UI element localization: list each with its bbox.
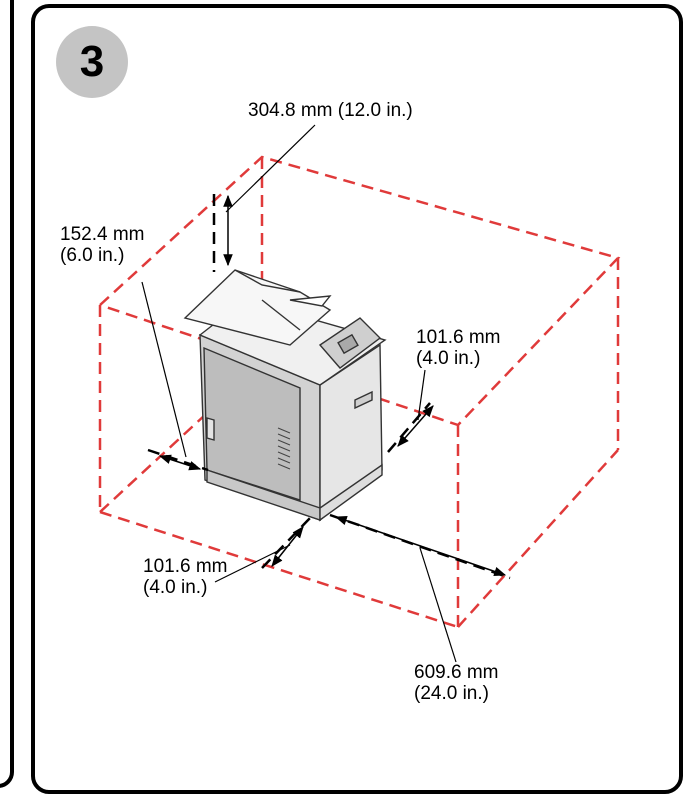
step-number: 3: [79, 37, 105, 86]
depth-clearance-arrow: [334, 515, 507, 577]
right-clearance-arrow: [397, 405, 434, 447]
left-clearance-mm: 152.4 mm: [60, 224, 145, 245]
right-clearance-mm: 101.6 mm: [416, 327, 501, 348]
printer-clearance-diagram: [98, 124, 621, 663]
depth-clearance-in: (24.0 in.): [414, 683, 489, 704]
front-clearance-in: (4.0 in.): [143, 577, 208, 598]
top-clearance-text: 304.8 mm (12.0 in.): [248, 100, 413, 121]
left-clearance-label: 152.4 mm (6.0 in.): [60, 224, 144, 266]
depth-clearance-label: 609.6 mm (24.0 in.): [414, 662, 498, 704]
label-leaders: [141, 124, 457, 663]
step-number-badge: 3: [56, 26, 128, 98]
front-clearance-mm: 101.6 mm: [143, 556, 228, 577]
printer-illustration: [183, 269, 387, 522]
left-clearance-in: (6.0 in.): [60, 245, 125, 266]
right-clearance-in: (4.0 in.): [416, 348, 481, 369]
depth-clearance-mm: 609.6 mm: [414, 662, 499, 683]
clearance-box: [98, 155, 621, 629]
left-clearance-arrow: [158, 454, 202, 471]
right-clearance-label: 101.6 mm (4.0 in.): [416, 327, 500, 369]
front-clearance-label: 101.6 mm (4.0 in.): [143, 556, 227, 598]
top-clearance-label: 304.8 mm (12.0 in.): [248, 100, 413, 121]
